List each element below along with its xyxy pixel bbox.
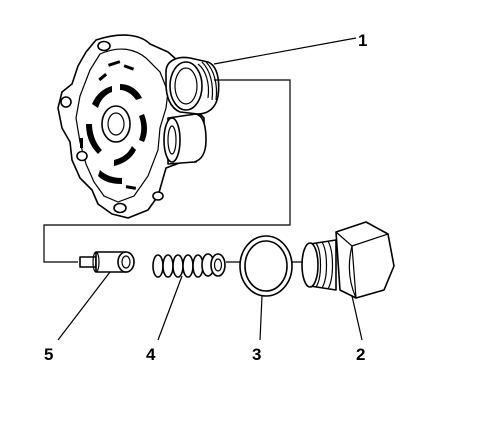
callout-3: 3: [252, 345, 261, 364]
callout-labels: 1 2 3 4 5: [44, 31, 367, 364]
part-3-seal-ring: [239, 235, 293, 297]
leader-lines: [57, 37, 363, 341]
callout-4: 4: [146, 345, 156, 364]
part-4-spring: [152, 253, 226, 278]
leader-2: [351, 295, 363, 341]
callout-5: 5: [44, 345, 53, 364]
part-5-valve: [79, 251, 135, 273]
leader-4: [157, 275, 183, 341]
callout-1: 1: [358, 31, 367, 50]
leader-3: [259, 295, 263, 341]
leader-5: [57, 271, 111, 341]
callout-2: 2: [356, 345, 365, 364]
part-2-plug: [301, 221, 395, 299]
leader-1: [213, 37, 357, 65]
part-1-housing: [57, 34, 220, 219]
